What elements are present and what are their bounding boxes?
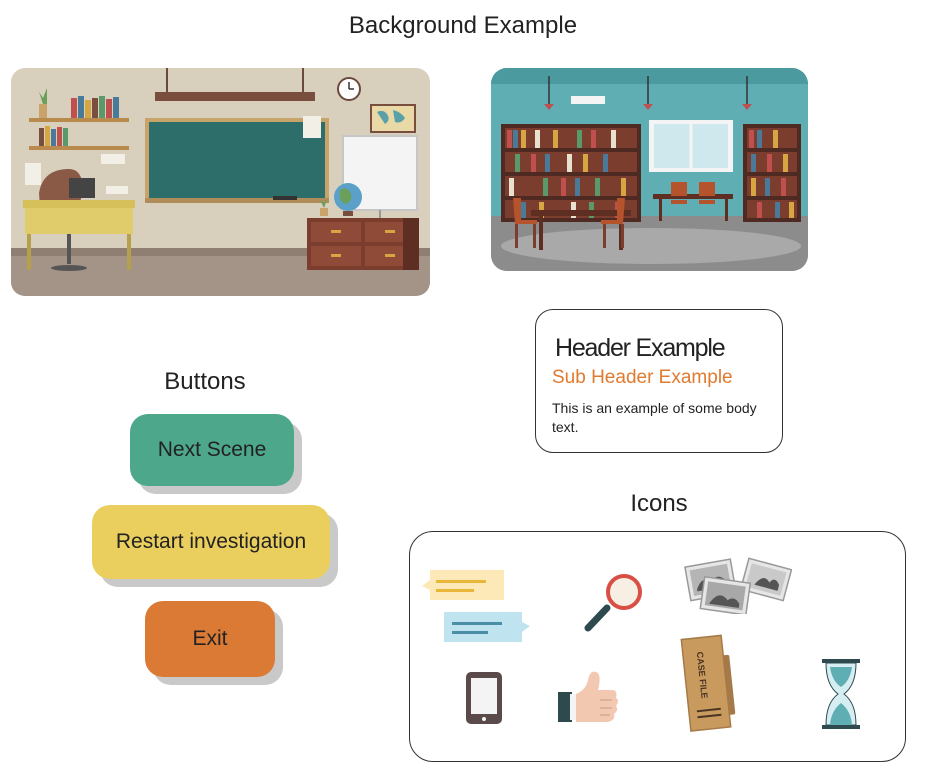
hourglass-icon [822, 659, 860, 729]
restart-investigation-button[interactable]: Restart investigation [92, 505, 330, 579]
magnifying-glass-icon [584, 574, 642, 632]
exit-button[interactable]: Exit [145, 601, 275, 677]
next-scene-button[interactable]: Next Scene [130, 414, 294, 486]
body-text-example: This is an example of some body text. [552, 400, 757, 435]
background-example-title: Background Example [348, 12, 578, 39]
icons-panel [409, 531, 906, 762]
typography-example-card: Header Example Sub Header Example This i… [535, 309, 783, 453]
case-file-label: CASE FILE [695, 651, 710, 699]
icons-title: Icons [630, 490, 688, 517]
library-background [491, 68, 808, 271]
buttons-title: Buttons [164, 368, 246, 395]
chat-bubbles-icon [422, 570, 530, 642]
photos-icon [684, 557, 792, 614]
tablet-icon [466, 672, 502, 724]
case-file-icon: CASE FILE [680, 634, 736, 732]
header-example: Header Example [555, 334, 726, 362]
sub-header-example: Sub Header Example [552, 367, 733, 388]
thumbs-up-icon [558, 671, 618, 722]
classroom-background [11, 68, 430, 296]
